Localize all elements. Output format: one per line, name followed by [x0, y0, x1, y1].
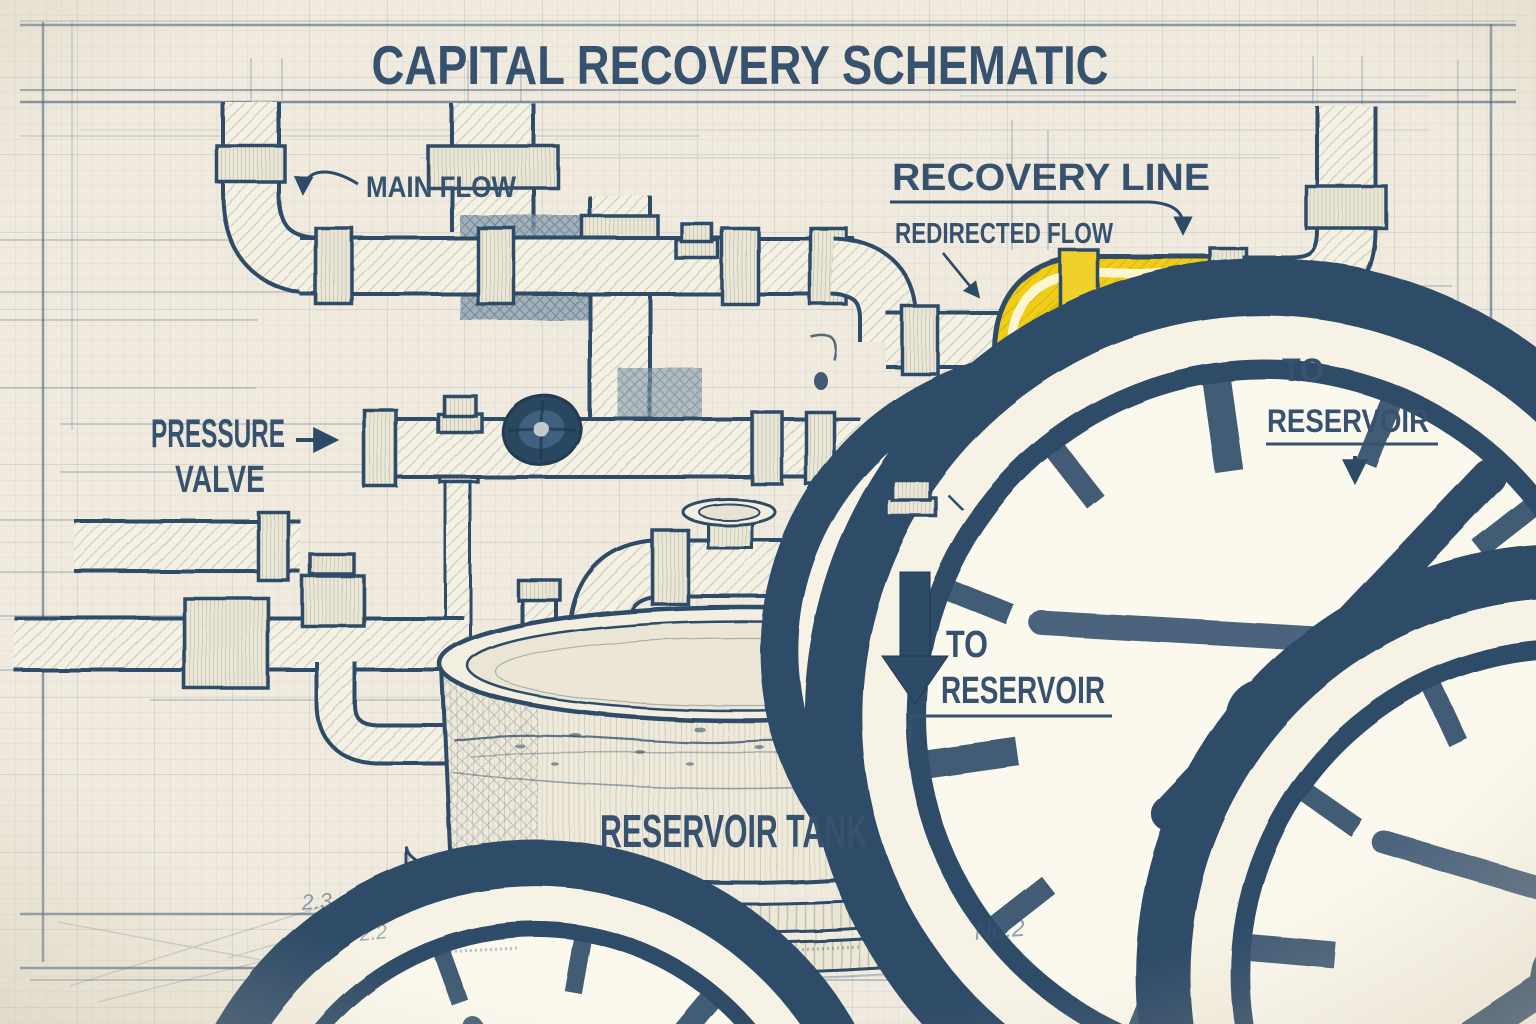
label-redirected-flow: REDIRECTED FLOW [895, 218, 1113, 250]
label-to-reservoir-right-2: RESERVOIR [1267, 403, 1429, 439]
scribble-annotation-2: 2.2 [357, 921, 388, 946]
label-recovery-line: RECOVERY LINE [892, 157, 1210, 199]
scribble-annotation-3: No.2 [973, 915, 1026, 946]
label-to-reservoir-mid-1: TO [946, 624, 988, 666]
label-to-reservoir-right-1: TO [1282, 352, 1324, 388]
label-main-flow: MAIN FLOW [366, 171, 517, 204]
scribble-annotation-1: 2.3 [300, 888, 334, 915]
label-to-reservoir-mid-2: RESERVOIR [941, 670, 1105, 712]
label-pressure-valve-2: VALVE [175, 459, 265, 501]
label-pressure-valve-1: PRESSURE [151, 412, 285, 456]
page-title: CAPITAL RECOVERY SCHEMATIC [372, 34, 1109, 96]
label-reservoir-tank: RESERVOIR TANK [600, 805, 868, 857]
